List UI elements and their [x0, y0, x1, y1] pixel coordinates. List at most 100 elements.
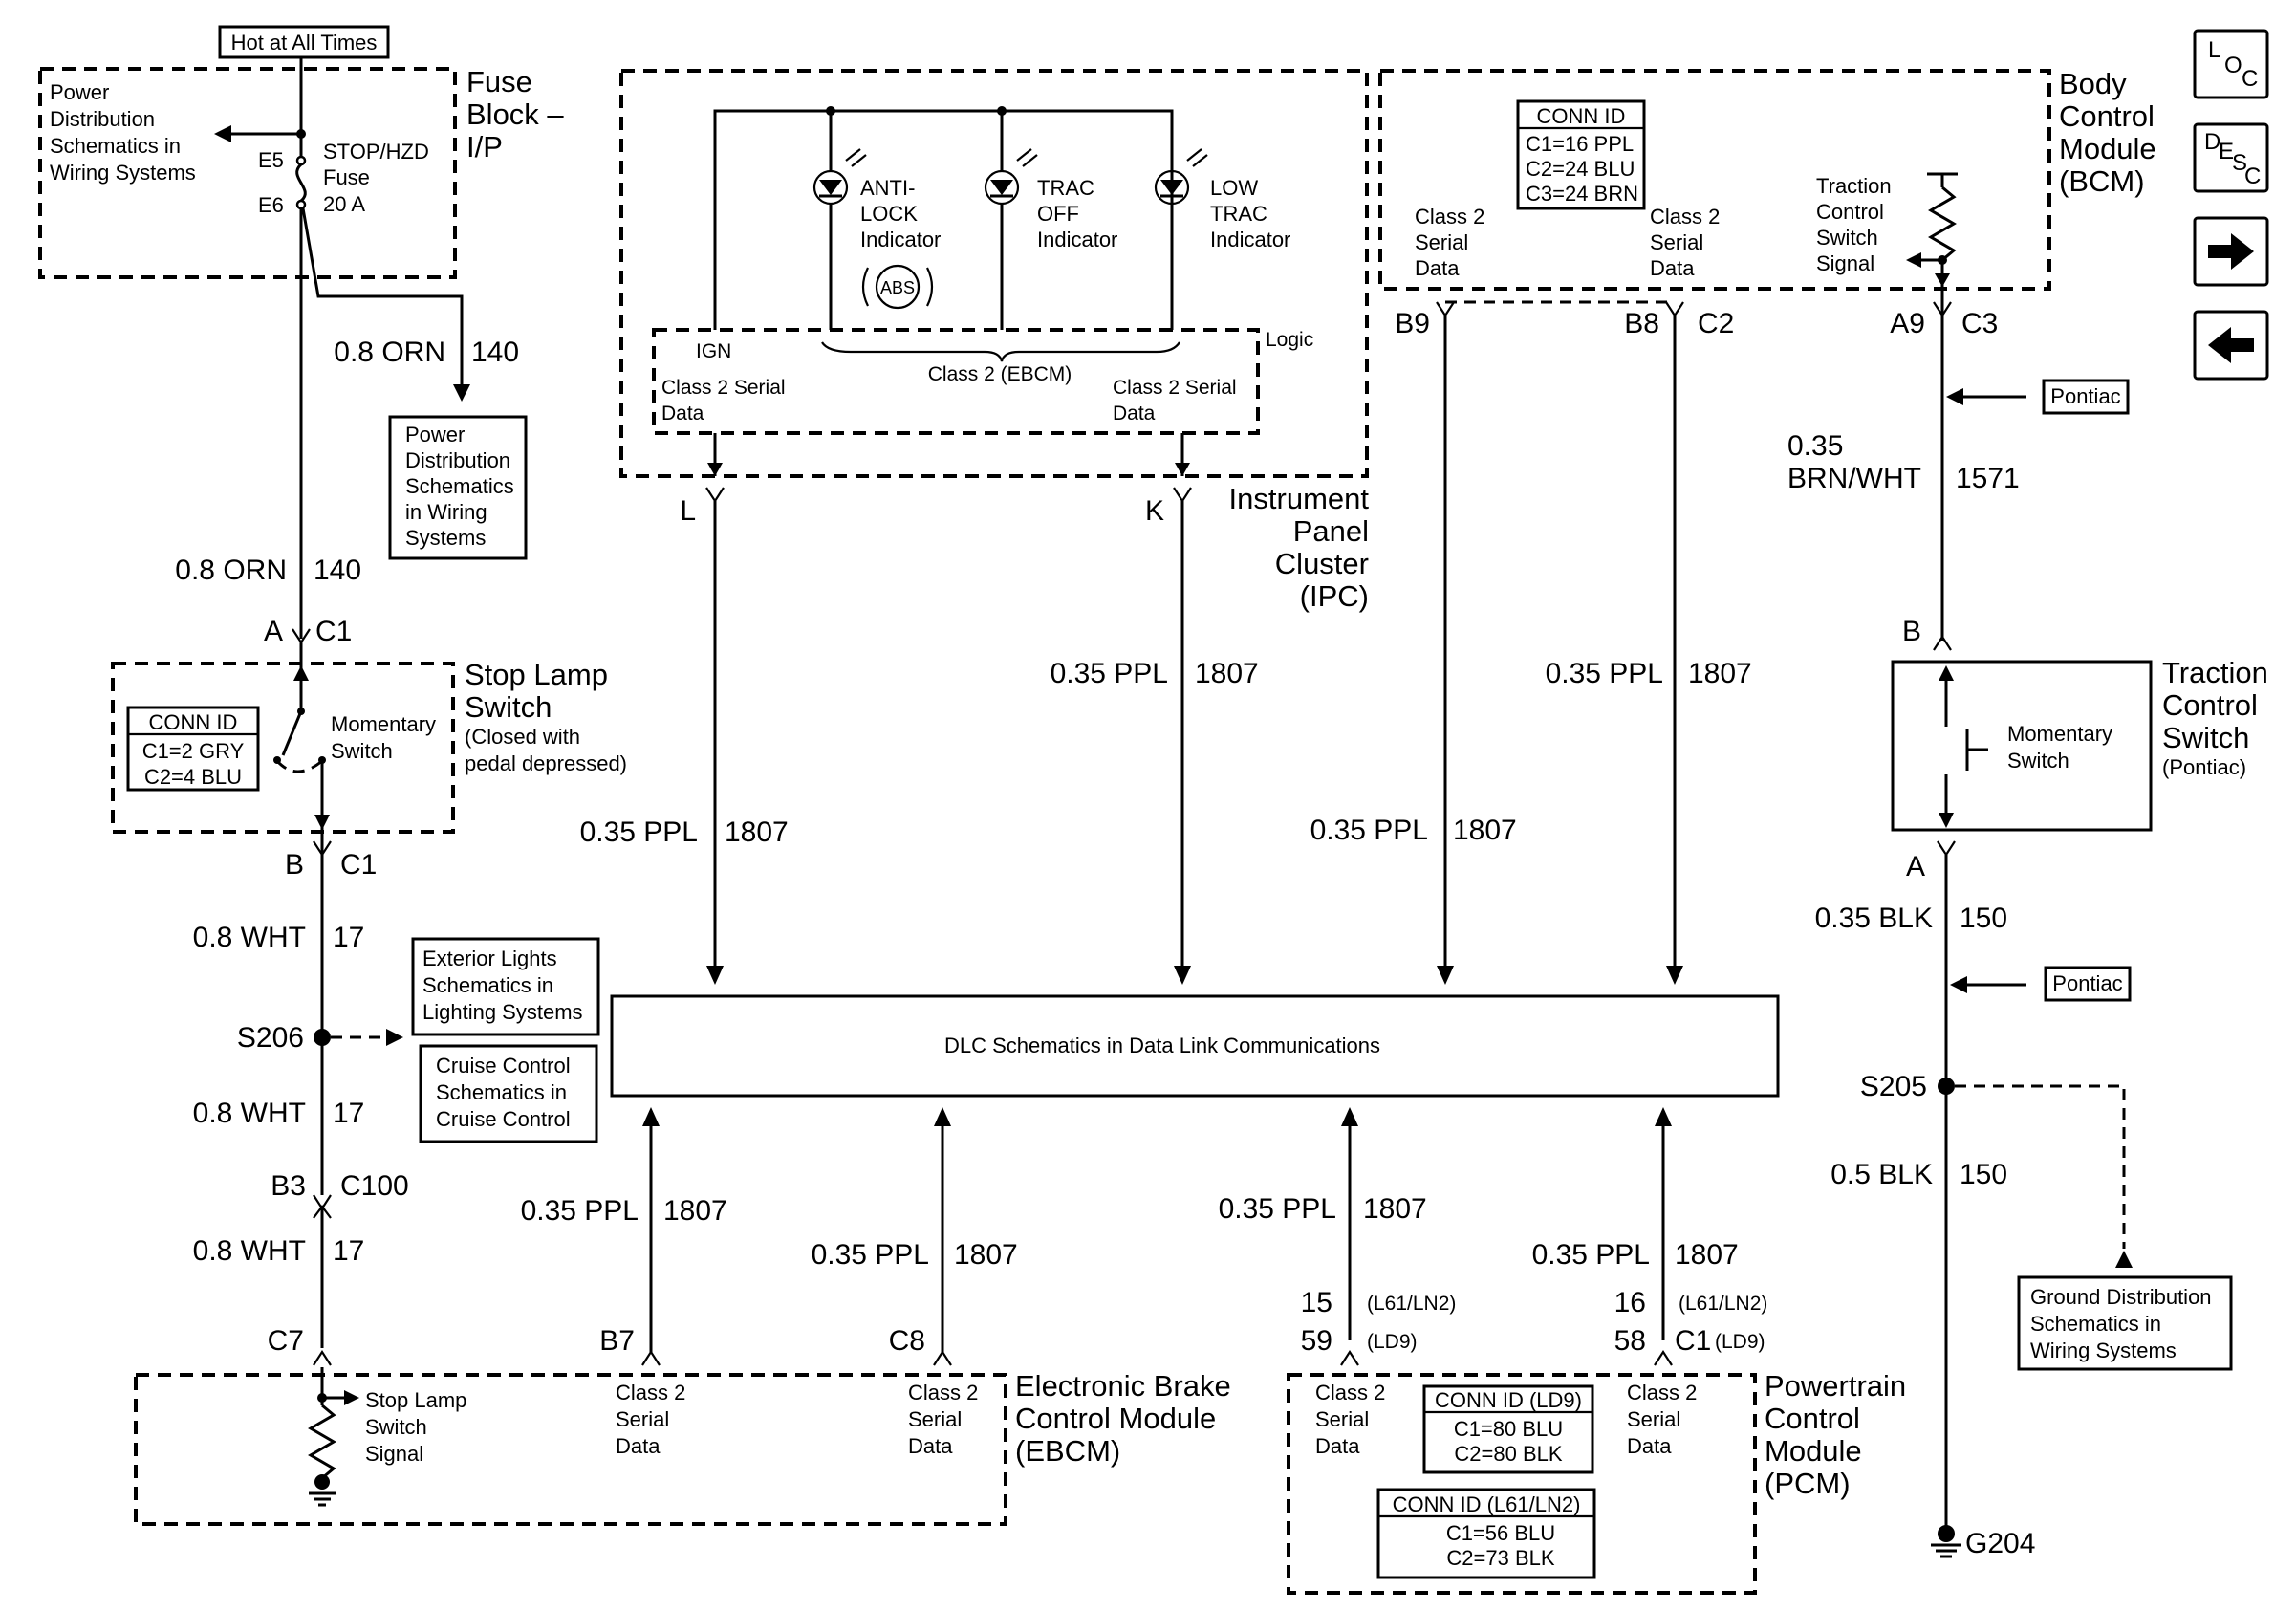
- circuit-pcm-left-label: 1807: [1363, 1193, 1427, 1225]
- bcm-conn-id-c3: C3=24 BRN: [1526, 182, 1638, 206]
- wire-brn-color: BRN/WHT: [1787, 463, 1921, 494]
- previous-page-button[interactable]: [2193, 310, 2269, 381]
- arrow-down-icon: [314, 815, 330, 830]
- class2-ebcm-label: Class 2 (EBCM): [928, 363, 1072, 385]
- wire-l-label: 0.35 PPL: [580, 816, 698, 848]
- bcm-title-line3: Module: [2059, 132, 2156, 165]
- wire-0-8-orn: 0.8 ORN: [175, 555, 287, 586]
- pcm-conn-id-l61-header: CONN ID (L61/LN2): [1393, 1492, 1581, 1516]
- cruise-control-line3: Cruise Control: [436, 1107, 571, 1131]
- pcm-pin-59-note: (LD9): [1367, 1331, 1418, 1353]
- ipc-title-line3: Cluster: [1275, 547, 1369, 580]
- wire-b8-label: 0.35 PPL: [1546, 658, 1663, 689]
- ipc-logic-label: Logic: [1266, 329, 1313, 351]
- fuse-block-title-line2: Block –: [466, 98, 564, 131]
- wire-0-8-orn-top: 0.8 ORN: [334, 337, 445, 368]
- ipc-serial-right-line2: Data: [1113, 403, 1156, 425]
- connector-pin-k-icon: [1173, 487, 1192, 504]
- circuit-l-label: 1807: [725, 816, 789, 848]
- ebcm-title-line2: Control Module: [1015, 1402, 1216, 1435]
- ebcm-serial-a-line1: Class 2: [616, 1381, 685, 1404]
- resistor-icon: [308, 1404, 336, 1480]
- pcm-serial-left-line1: Class 2: [1315, 1381, 1385, 1404]
- ipc-title-line2: Panel: [1293, 514, 1369, 548]
- stop-lamp-momentary-line2: Switch: [331, 739, 393, 763]
- circuit-1571: 1571: [1956, 463, 2020, 494]
- ebcm-pin-c7: C7: [268, 1325, 304, 1357]
- pcm-conn-c1: C1: [1675, 1325, 1711, 1357]
- arrow-up-icon: [293, 665, 309, 681]
- power-distribution-ref-line1: Power: [50, 80, 109, 104]
- circuit-150-lower: 150: [1960, 1159, 2007, 1190]
- bcm-serial-right-line1: Class 2: [1650, 205, 1720, 229]
- next-page-button[interactable]: [2193, 216, 2269, 287]
- power-distribution-box-line5: Systems: [405, 526, 486, 550]
- power-distribution-box-line2: Distribution: [405, 448, 510, 472]
- power-distribution-box-line3: Schematics: [405, 474, 514, 498]
- bcm-serial-left-line2: Serial: [1415, 230, 1468, 254]
- ebcm-serial-b-line1: Class 2: [908, 1381, 978, 1404]
- splice-s205: [1938, 1078, 1955, 1095]
- exterior-lights-box: [411, 937, 600, 1036]
- connector-c100: C100: [340, 1170, 409, 1202]
- fuse-terminal-e6: [295, 199, 307, 210]
- resistor-icon: [1928, 185, 1957, 262]
- pcm-conn-id-ld9-c2: C2=80 BLK: [1454, 1442, 1562, 1466]
- arrow-up-icon: [642, 1107, 660, 1126]
- bcm-conn-id-c1: C1=16 PPL: [1526, 132, 1634, 156]
- bcm-serial-left-line3: Data: [1415, 256, 1460, 280]
- cruise-control-line2: Schematics in: [436, 1080, 567, 1104]
- pcm-serial-right-line1: Class 2: [1627, 1381, 1697, 1404]
- arrow-right-icon: [344, 1390, 359, 1405]
- ebcm-outline: [134, 1373, 1007, 1526]
- tcs-pin-a: A: [1906, 851, 1925, 882]
- stop-lamp-pin-b: B: [285, 849, 304, 881]
- trac-off-label-line1: TRAC: [1037, 176, 1094, 200]
- pcm-conn-id-ld9-c1: C1=80 BLU: [1454, 1417, 1563, 1441]
- ground-icon: [309, 1474, 336, 1507]
- fuse-name-line2: Fuse: [323, 165, 370, 189]
- bcm-conn-c3: C3: [1961, 308, 1998, 339]
- ipc-title-line1: Instrument: [1229, 482, 1370, 515]
- hot-at-all-times-label: Hot at All Times: [231, 31, 378, 54]
- bcm-conn-id-box: [1516, 99, 1646, 210]
- connector-pin-l-icon: [705, 487, 725, 504]
- bcm-title-line2: Control: [2059, 99, 2155, 133]
- arrow-down-icon: [1666, 966, 1683, 985]
- tcs-pin-b: B: [1902, 616, 1921, 647]
- connector-pin-b3: B3: [271, 1170, 306, 1202]
- description-button[interactable]: D E S C: [2193, 122, 2269, 193]
- anti-lock-indicator-icon: [812, 111, 867, 330]
- bcm-title-line1: Body: [2059, 67, 2127, 100]
- bcm-conn-c2: C2: [1698, 308, 1734, 339]
- tcs-momentary-line1: Momentary: [2007, 722, 2112, 746]
- location-button[interactable]: L O C: [2193, 29, 2269, 99]
- ipc-pin-k: K: [1145, 495, 1164, 527]
- arrow-down-icon: [706, 966, 724, 985]
- trac-off-indicator-icon: [984, 111, 1038, 330]
- wire-b7-label: 0.35 PPL: [521, 1195, 639, 1227]
- fuse-name-line1: STOP/HZD: [323, 140, 429, 163]
- wire-pcm-left-label: 0.35 PPL: [1219, 1193, 1336, 1225]
- pontiac-label-bottom: Pontiac: [2052, 971, 2122, 995]
- low-trac-label-line2: TRAC: [1210, 202, 1267, 226]
- power-distribution-ref-line2: Distribution: [50, 107, 155, 131]
- anti-lock-label-line3: Indicator: [860, 228, 941, 251]
- tcs-title-line1: Traction: [2162, 656, 2268, 689]
- bcm-conn-id-c2: C2=24 BLU: [1526, 157, 1635, 181]
- pontiac-label-top: Pontiac: [2050, 384, 2120, 408]
- pcm-pin-59: 59: [1301, 1325, 1332, 1357]
- circuit-17-upper: 17: [333, 922, 364, 953]
- power-distribution-box-line1: Power: [405, 423, 465, 446]
- fuse-block-title-line1: Fuse: [466, 65, 532, 98]
- bcm-title-line4: (BCM): [2059, 164, 2145, 198]
- stop-lamp-switch-outline: [111, 662, 455, 834]
- cruise-control-box: [419, 1044, 598, 1143]
- arrow-up-icon: [934, 1107, 951, 1126]
- cruise-control-line1: Cruise Control: [436, 1054, 571, 1078]
- stop-lamp-conn-c1-bottom: C1: [340, 849, 377, 881]
- circuit-17-middle: 17: [333, 1098, 364, 1129]
- wire-0-8-wht-upper: 0.8 WHT: [193, 922, 306, 953]
- pcm-conn-id-ld9-header: CONN ID (LD9): [1435, 1388, 1582, 1412]
